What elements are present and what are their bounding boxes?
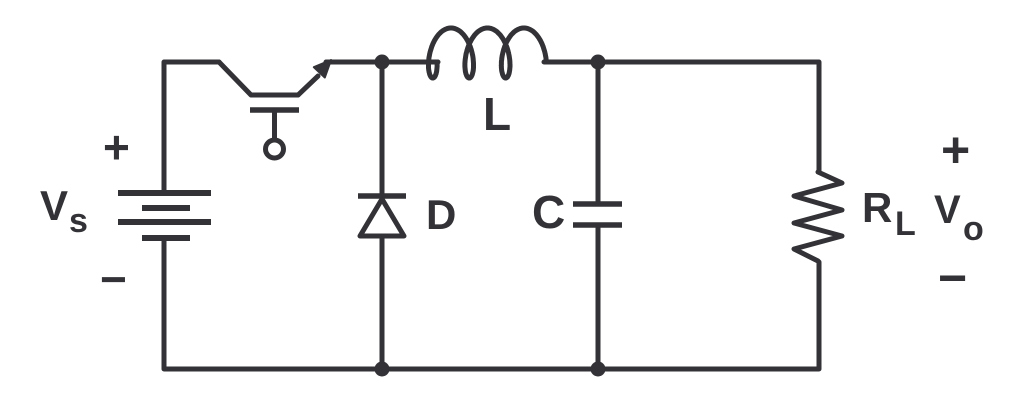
source-voltage-label: V bbox=[40, 182, 69, 229]
diode-label: D bbox=[426, 191, 457, 238]
junction-dot-output-node bbox=[590, 54, 606, 70]
junction-dot-bottom-left bbox=[374, 361, 390, 377]
output-voltage-subscript: o bbox=[963, 210, 984, 248]
source-minus-sign: − bbox=[100, 253, 127, 305]
load-resistor-subscript: L bbox=[895, 205, 916, 243]
source-voltage-subscript: s bbox=[69, 202, 88, 240]
junction-dot-bottom-right bbox=[590, 361, 606, 377]
junction-dot-switch-node bbox=[374, 54, 390, 70]
resistor-symbol bbox=[791, 169, 845, 264]
inductor-label: L bbox=[483, 88, 512, 140]
switch-arrow-line bbox=[295, 73, 321, 98]
switch-control-terminal-circle bbox=[263, 137, 286, 161]
inductor-coil bbox=[426, 25, 549, 81]
capacitor-label: C bbox=[532, 186, 566, 238]
output-voltage-label: V bbox=[934, 188, 961, 232]
output-minus-sign: − bbox=[938, 250, 968, 306]
battery-symbol bbox=[118, 190, 211, 241]
switch-symbol bbox=[216, 59, 332, 161]
output-plus-sign: + bbox=[941, 122, 971, 178]
diode-triangle bbox=[357, 196, 407, 239]
switch-body-line bbox=[216, 59, 301, 98]
source-plus-sign: + bbox=[103, 121, 130, 173]
diode-symbol bbox=[357, 193, 407, 239]
capacitor-symbol bbox=[573, 201, 622, 228]
load-resistor-label: R bbox=[862, 184, 893, 231]
switch-arrowhead bbox=[312, 59, 332, 79]
